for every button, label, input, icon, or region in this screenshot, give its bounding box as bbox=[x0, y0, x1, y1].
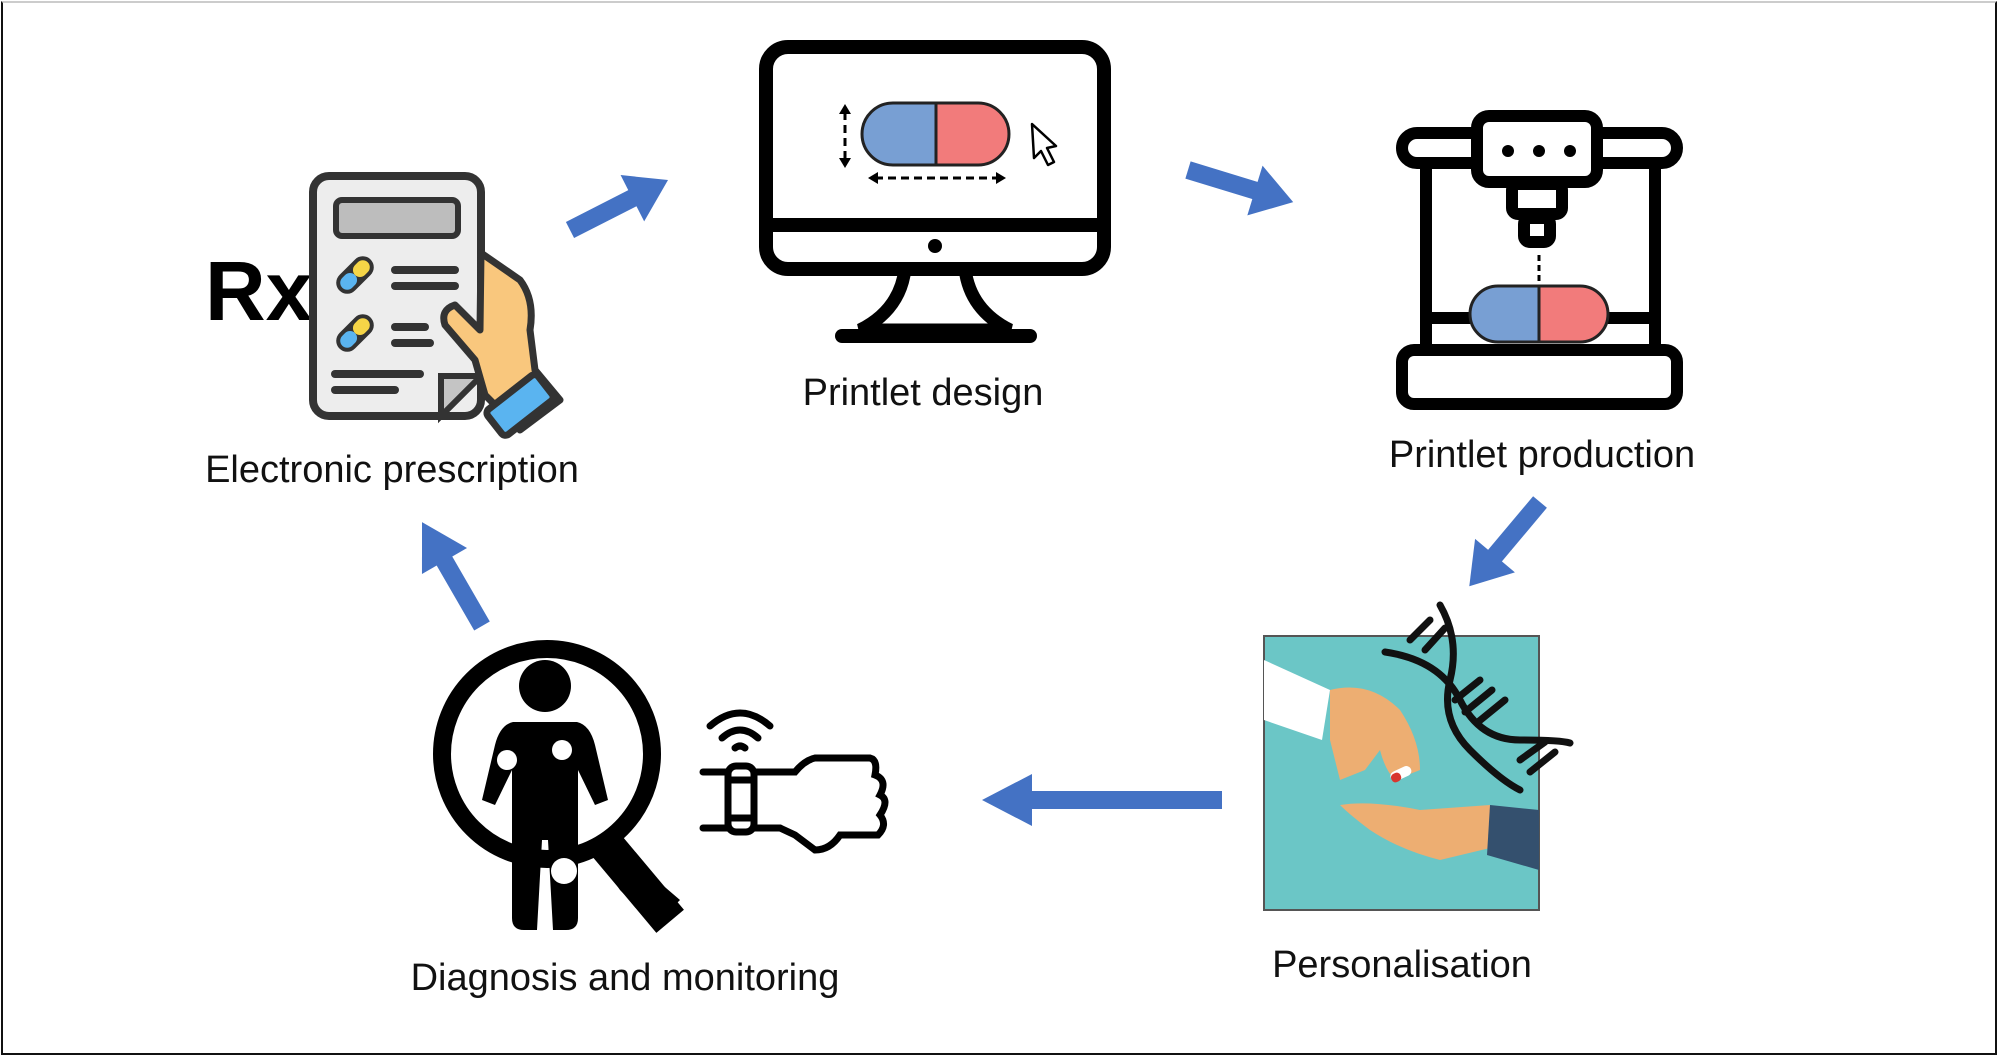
arrow-personalisation-to-diagnosis bbox=[982, 774, 1222, 826]
arrow-production-to-personalisation bbox=[1469, 496, 1547, 587]
cursor-icon bbox=[1030, 122, 1058, 167]
capsule-printed bbox=[1468, 284, 1610, 344]
step-label-design: Printlet design bbox=[803, 372, 1044, 414]
step-label-diagnosis: Diagnosis and monitoring bbox=[411, 957, 840, 999]
arrow-prescription-to-design bbox=[565, 175, 669, 239]
body-scan-wearable-icon bbox=[433, 640, 889, 933]
capsule-design bbox=[860, 101, 1011, 167]
monitor-capsule-icon bbox=[759, 40, 1111, 343]
rx-symbol: Rx bbox=[205, 244, 313, 338]
smartwatch-icon bbox=[699, 709, 889, 854]
step-label-production: Printlet production bbox=[1389, 434, 1695, 476]
step-label-personalisation: Personalisation bbox=[1272, 944, 1532, 986]
prescription-icon: Rx bbox=[205, 172, 564, 439]
person-icon bbox=[482, 722, 608, 930]
flow-arrows bbox=[421, 161, 1547, 826]
arrow-diagnosis-to-prescription bbox=[421, 522, 490, 631]
hands-pill-dna-icon bbox=[1263, 601, 1574, 911]
arrow-design-to-production bbox=[1185, 161, 1294, 216]
step-label-prescription: Electronic prescription bbox=[205, 449, 579, 491]
magnifier-icon bbox=[433, 640, 661, 868]
